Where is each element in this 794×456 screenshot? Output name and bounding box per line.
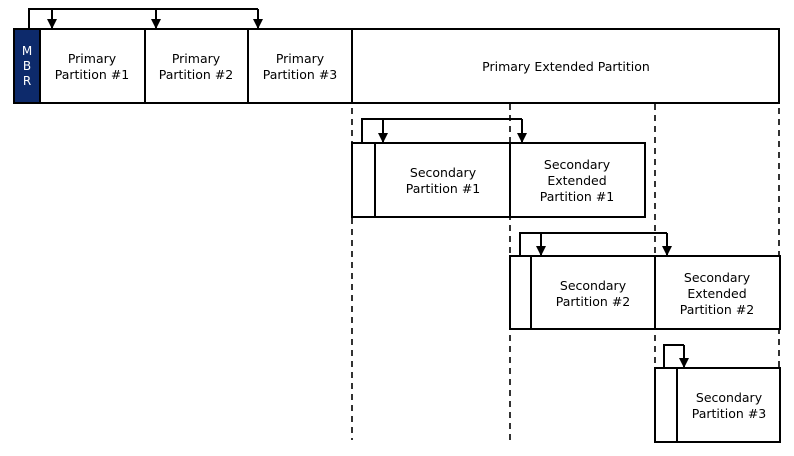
mbr-letter-r: R xyxy=(23,74,31,88)
secondary-extended-partition-2-line3: Partition #2 xyxy=(680,302,755,317)
secondary-extended-partition-1-line3: Partition #1 xyxy=(540,189,615,204)
primary-partition-1-line2: Partition #1 xyxy=(55,67,130,82)
ebr-2-pointer-line xyxy=(519,232,667,256)
ebr-2 xyxy=(509,255,532,330)
primary-partition-1-line1: Primary xyxy=(68,51,117,66)
ebr-3 xyxy=(654,367,678,443)
mbr-letter-m: M xyxy=(22,44,32,58)
ebr-1 xyxy=(351,142,376,218)
secondary-partition-1 xyxy=(374,142,511,218)
secondary-partition-3 xyxy=(676,367,781,443)
secondary-extended-partition-1-line1: Secondary xyxy=(544,157,611,172)
mbr-block xyxy=(13,28,41,104)
mbr-pointer-line xyxy=(28,8,258,29)
primary-partition-1 xyxy=(39,28,146,104)
primary-partition-3-line2: Partition #3 xyxy=(263,67,338,82)
primary-extended-partition xyxy=(351,28,780,104)
primary-partition-3 xyxy=(247,28,353,104)
primary-partition-2 xyxy=(144,28,249,104)
ebr-1-pointer-line xyxy=(361,118,522,143)
secondary-extended-partition-1 xyxy=(509,142,646,218)
secondary-partition-3-line2: Partition #3 xyxy=(692,406,767,421)
secondary-partition-1-line2: Partition #1 xyxy=(406,181,481,196)
primary-partition-2-line2: Partition #2 xyxy=(159,67,234,82)
secondary-partition-2-line1: Secondary xyxy=(560,278,627,293)
secondary-partition-3-line1: Secondary xyxy=(696,390,763,405)
primary-partition-3-line1: Primary xyxy=(276,51,325,66)
primary-extended-partition-label: Primary Extended Partition xyxy=(482,59,650,74)
secondary-extended-partition-2-line1: Secondary xyxy=(684,270,751,285)
mbr-letter-b: B xyxy=(23,59,31,73)
secondary-partition-1-line1: Secondary xyxy=(410,165,477,180)
ebr-3-pointer-line xyxy=(663,344,684,368)
primary-partition-2-line1: Primary xyxy=(172,51,221,66)
secondary-extended-partition-1-line2: Extended xyxy=(547,173,606,188)
secondary-extended-partition-2 xyxy=(654,255,781,330)
secondary-extended-partition-2-line2: Extended xyxy=(687,286,746,301)
secondary-partition-2-line2: Partition #2 xyxy=(556,294,631,309)
